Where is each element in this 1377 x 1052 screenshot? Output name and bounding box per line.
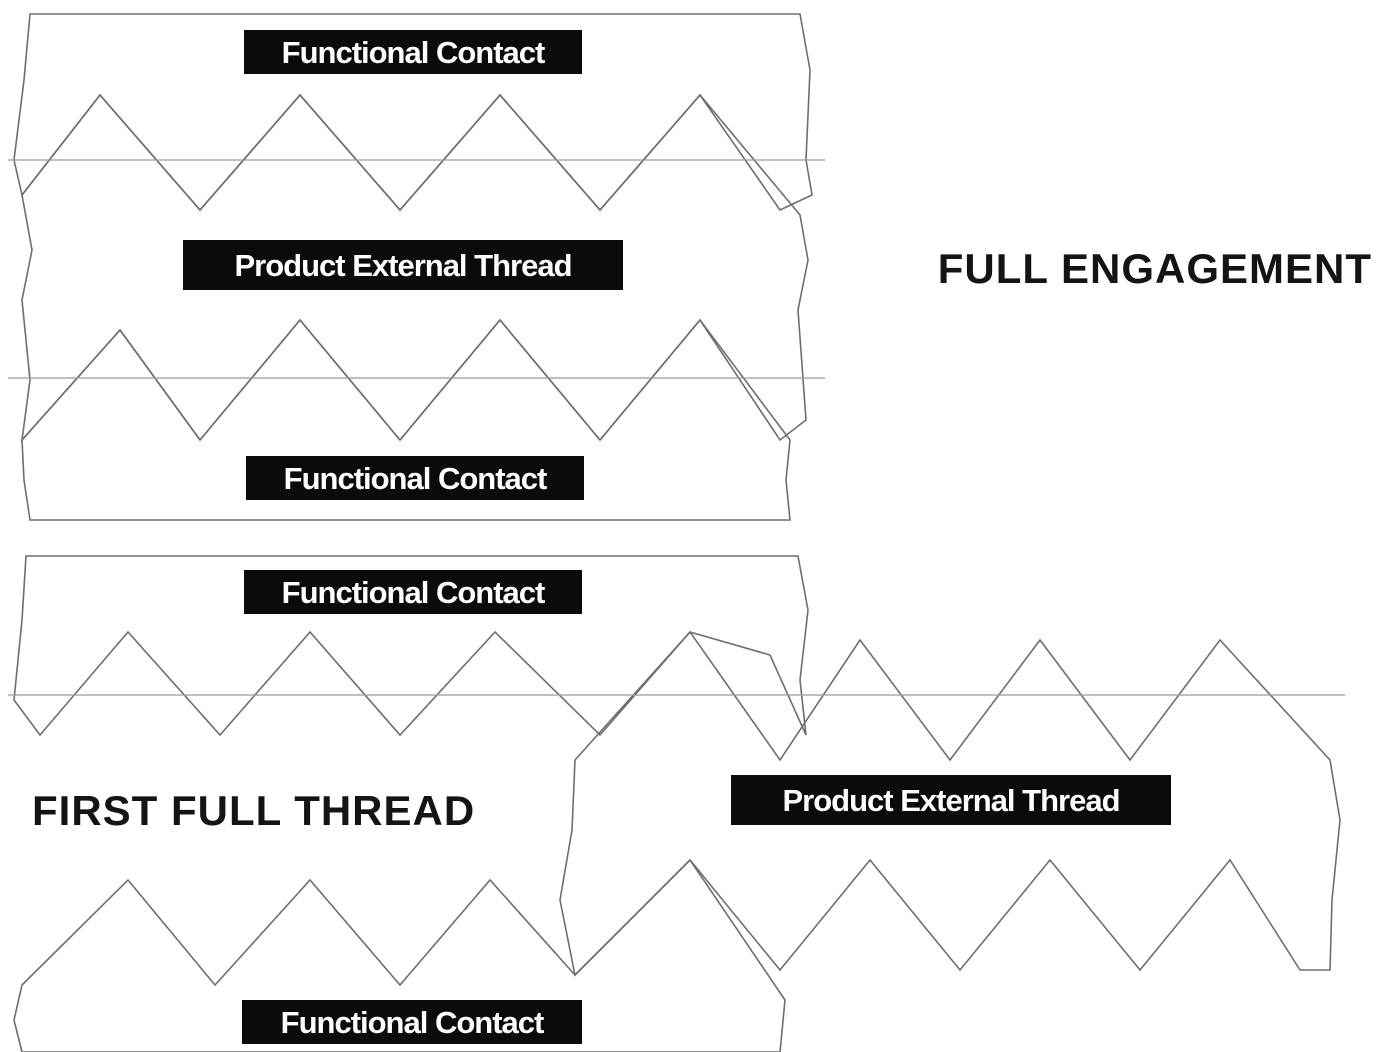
svg-text:Product External Thread: Product External Thread: [782, 783, 1119, 818]
top-product-external-thread-label: Product External Thread: [183, 240, 623, 290]
top-upper-functional-contact-label: Functional Contact: [244, 30, 582, 74]
full-engagement-panel: Functional Contact Product External Thre…: [8, 13, 1372, 521]
svg-text:Functional Contact: Functional Contact: [284, 461, 547, 496]
first-full-thread-panel: Functional Contact Product External Thre…: [8, 555, 1345, 1052]
lower-gauge-section: [21, 318, 791, 521]
bottom-lower-functional-contact-label: Functional Contact: [242, 1000, 582, 1044]
svg-text:Functional Contact: Functional Contact: [282, 575, 545, 610]
top-lower-functional-contact-label: Functional Contact: [246, 456, 584, 500]
bottom-product-external-thread-label: Product External Thread: [731, 775, 1171, 825]
bottom-upper-functional-contact-label: Functional Contact: [244, 570, 582, 614]
bottom-upper-gauge-section: [13, 555, 809, 737]
svg-text:Product External Thread: Product External Thread: [234, 248, 571, 283]
bottom-lower-gauge-section: [13, 858, 786, 1052]
full-engagement-heading: FULL ENGAGEMENT: [938, 245, 1372, 292]
svg-text:Functional Contact: Functional Contact: [282, 35, 545, 70]
svg-text:Functional Contact: Functional Contact: [281, 1005, 544, 1040]
first-full-thread-heading: FIRST FULL THREAD: [32, 787, 475, 834]
